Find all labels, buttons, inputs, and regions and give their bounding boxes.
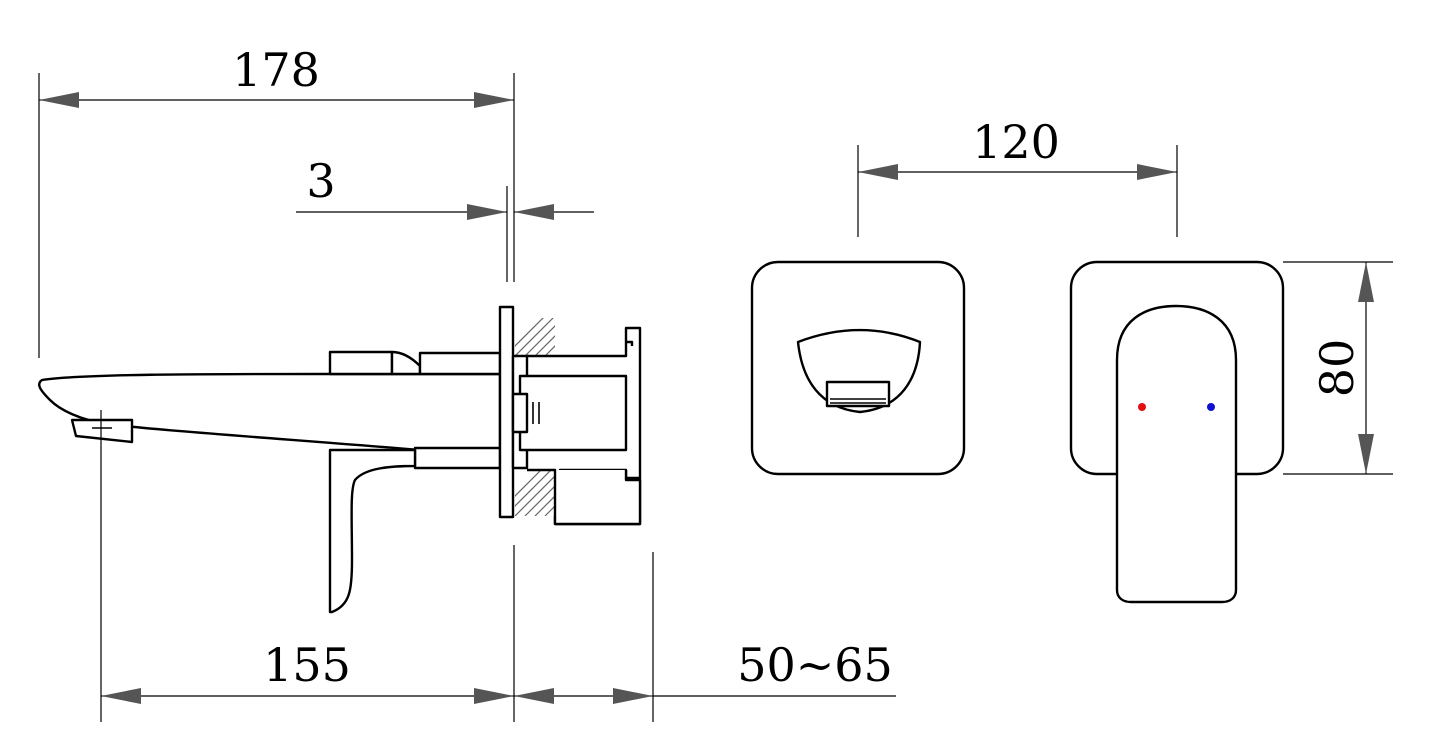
dimension-155: 155: [100, 410, 515, 722]
valve-rear-step: [626, 340, 634, 346]
valve-core: [511, 392, 529, 434]
top-collar-curve: [390, 350, 422, 376]
cold-indicator-dot: [1207, 403, 1215, 411]
wall-hatch-bottom: [515, 470, 555, 516]
wall-plate: [498, 305, 515, 519]
lever-handle: [328, 448, 417, 614]
dimension-label-3: 3: [306, 154, 335, 208]
dimension-120: 120: [857, 115, 1178, 237]
valve-cartridge: [518, 374, 628, 452]
dimension-label-80: 80: [1310, 339, 1364, 398]
wall-hatch-top: [515, 318, 555, 356]
dimension-label-50-65: 50~65: [737, 638, 893, 692]
hot-indicator-dot: [1138, 403, 1146, 411]
dimension-50-65: 50~65: [514, 552, 896, 722]
mixer-handle-front: [1115, 304, 1238, 604]
aerator: [70, 418, 134, 444]
spout-body: [38, 372, 502, 452]
dimension-label-178: 178: [232, 43, 320, 97]
bottom-connector: [413, 446, 502, 470]
dimension-label-120: 120: [972, 115, 1060, 169]
top-collar: [328, 350, 394, 376]
valve-body-lower: [527, 468, 642, 526]
top-connector: [418, 351, 502, 376]
dimension-3: 3: [296, 154, 594, 282]
front-view: 120 80: [750, 115, 1393, 604]
dimension-80: 80: [1283, 261, 1393, 475]
aerator-front: [825, 380, 891, 408]
dimension-178: 178: [38, 43, 515, 358]
dimension-label-155: 155: [263, 638, 351, 692]
side-view: 178 3 155 50~65: [38, 43, 896, 722]
